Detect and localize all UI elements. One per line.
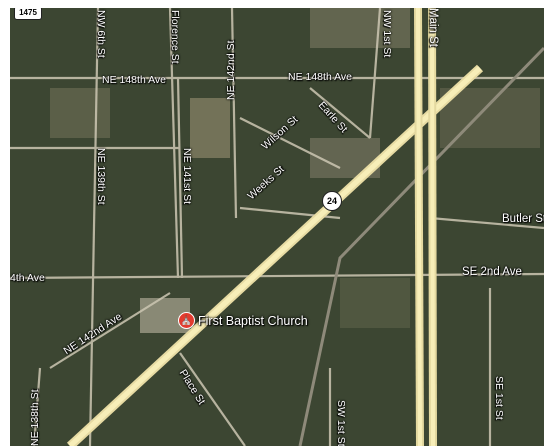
street-label-se-1st: SE 1st St	[493, 376, 505, 420]
street-label-ne-148th-right: NE 148th Ave	[288, 71, 353, 83]
clearing	[190, 98, 230, 158]
street-label-ne-139th: NE 139th St	[95, 148, 107, 205]
street-label-se-2nd: SE 2nd Ave	[462, 266, 522, 278]
street-label-ne-138th: NE 138th St	[29, 389, 41, 446]
route-shield-1475: 1475	[14, 8, 42, 20]
street-label-4th-ave: 4th Ave	[10, 272, 45, 284]
street-label-ne-148th-left: NE 148th Ave	[102, 74, 167, 86]
street-label-ne-141st: NE 141st St	[181, 148, 193, 205]
street-label-nw-6th: NW 6th St	[95, 10, 107, 58]
route-shield-24: 24	[322, 191, 342, 211]
clearing	[340, 278, 410, 328]
church-pin-icon[interactable]: ⛪	[178, 312, 195, 329]
poi-label[interactable]: First Baptist Church	[198, 313, 308, 328]
map-imagery	[10, 8, 544, 446]
street-label-nw-1st: NW 1st St	[381, 10, 393, 58]
satellite-map[interactable]: 1475 24 NW 6th St Florence St NE 142nd S…	[10, 8, 544, 446]
minor-streets	[10, 8, 544, 446]
forest-background	[10, 8, 544, 446]
street-label-ne-142nd-st: NE 142nd St	[225, 40, 237, 100]
street-label-butler: Butler St	[502, 213, 544, 225]
clearing	[50, 88, 110, 138]
railway	[298, 46, 544, 446]
street-label-sw-1st: SW 1st St	[335, 400, 347, 446]
street-label-main: Main St	[427, 8, 439, 47]
street-label-florence: Florence St	[169, 10, 181, 64]
poi-first-baptist-church[interactable]: ⛪ First Baptist Church	[178, 312, 308, 329]
clearing	[310, 8, 410, 48]
